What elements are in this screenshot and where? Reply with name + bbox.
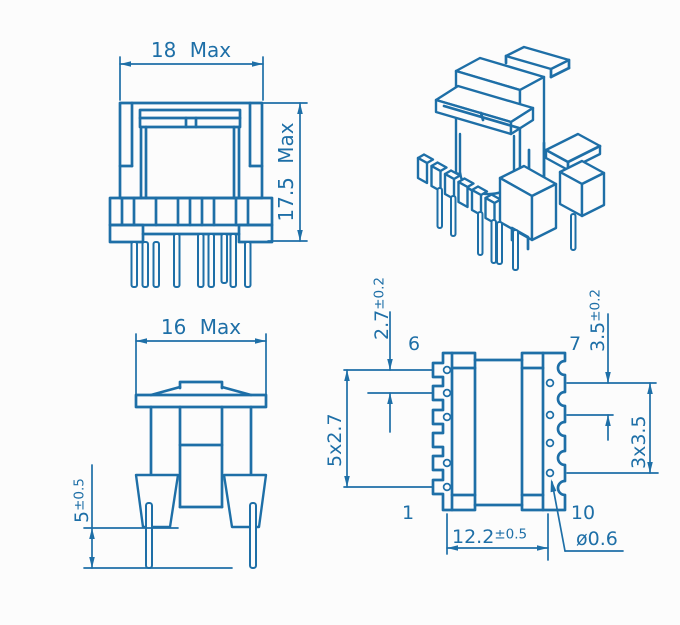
dim-front-width-label: 18 Max <box>151 38 231 62</box>
right-flange <box>520 351 567 512</box>
arrowhead <box>344 370 350 381</box>
dim-pin-length-label: 5±0.5 <box>71 478 93 523</box>
arrowhead <box>297 230 303 241</box>
right-flange-plate <box>544 132 602 172</box>
arrowhead <box>255 338 266 344</box>
pin-number-7: 7 <box>569 333 581 355</box>
arrowhead <box>447 545 458 551</box>
dim-pin-length: 5±0.5 <box>71 464 233 569</box>
left-flange <box>431 351 477 512</box>
arrowhead <box>252 61 263 67</box>
dim-row-distance: 12.2±0.5 <box>446 513 549 561</box>
front-body <box>108 101 274 288</box>
comb-dividers <box>120 196 250 227</box>
dim-right-pitch: 3.5±0.2 <box>566 289 657 441</box>
dim-right-span: 3x3.5 <box>566 382 659 474</box>
dim-left-pitch: 2.7±0.2 <box>343 277 434 433</box>
leader-line <box>551 481 566 552</box>
arrowhead <box>89 528 95 539</box>
dim-front-width: 18 Max <box>119 38 264 101</box>
side-body <box>134 380 268 569</box>
arrowhead <box>387 393 393 404</box>
clip-gate-tick <box>479 111 485 122</box>
dim-left-span: 5x2.7 <box>324 369 434 488</box>
arrowhead <box>387 359 393 370</box>
right-pin-holes <box>545 378 555 478</box>
right-foot <box>222 473 268 529</box>
dim-right-span-label: 3x3.5 <box>628 415 650 469</box>
arrowhead <box>89 557 95 568</box>
dim-left-pitch-label: 2.7±0.2 <box>371 277 393 340</box>
bottom-view: 2.7±0.2 5x2.7 3.5±0.2 <box>324 277 659 561</box>
arrowhead <box>120 61 131 67</box>
pin-number-10: 10 <box>571 502 595 524</box>
flange-plate <box>134 393 268 409</box>
right-foot <box>237 223 274 244</box>
pin <box>145 502 153 569</box>
front-pins <box>130 233 252 288</box>
arrowhead <box>344 476 350 487</box>
dim-front-height-label: 17.5 Max <box>274 122 298 221</box>
dim-side-width: 16 Max <box>135 315 267 395</box>
dim-right-pitch-label: 3.5±0.2 <box>587 289 609 352</box>
isometric-view <box>416 45 606 271</box>
front-view: 18 Max 17.5 Max <box>108 38 308 288</box>
arrowhead <box>605 372 611 383</box>
dim-row-distance-label: 12.2±0.5 <box>452 526 527 548</box>
flange-edge <box>566 144 602 164</box>
tab-edge <box>549 66 571 79</box>
flange-edge <box>544 148 570 164</box>
pin-number-1: 1 <box>402 502 414 524</box>
left-foot <box>134 473 180 529</box>
arrowhead <box>297 103 303 114</box>
arrowhead <box>647 462 653 473</box>
iso-front-foot <box>496 164 558 271</box>
arrowhead <box>605 415 611 426</box>
core-top-tab <box>504 45 571 71</box>
dim-left-span-label: 5x2.7 <box>324 413 346 467</box>
dim-side-width-label: 16 Max <box>161 315 241 339</box>
dim-front-height: 17.5 Max <box>261 102 308 242</box>
left-pin-holes <box>442 365 452 492</box>
arrowhead <box>647 383 653 394</box>
side-view: 16 Max 5±0.5 <box>71 315 268 569</box>
pin-number-6: 6 <box>408 333 420 355</box>
arrowhead <box>136 338 147 344</box>
tube-top <box>178 380 224 390</box>
dim-pin-diameter: ø0.6 <box>550 479 624 552</box>
iso-right-foot <box>549 159 606 251</box>
left-foot <box>108 223 145 244</box>
arrowhead <box>537 545 548 551</box>
arrowhead <box>550 479 557 493</box>
dim-pin-diameter-label: ø0.6 <box>576 528 618 550</box>
pin <box>249 502 257 569</box>
